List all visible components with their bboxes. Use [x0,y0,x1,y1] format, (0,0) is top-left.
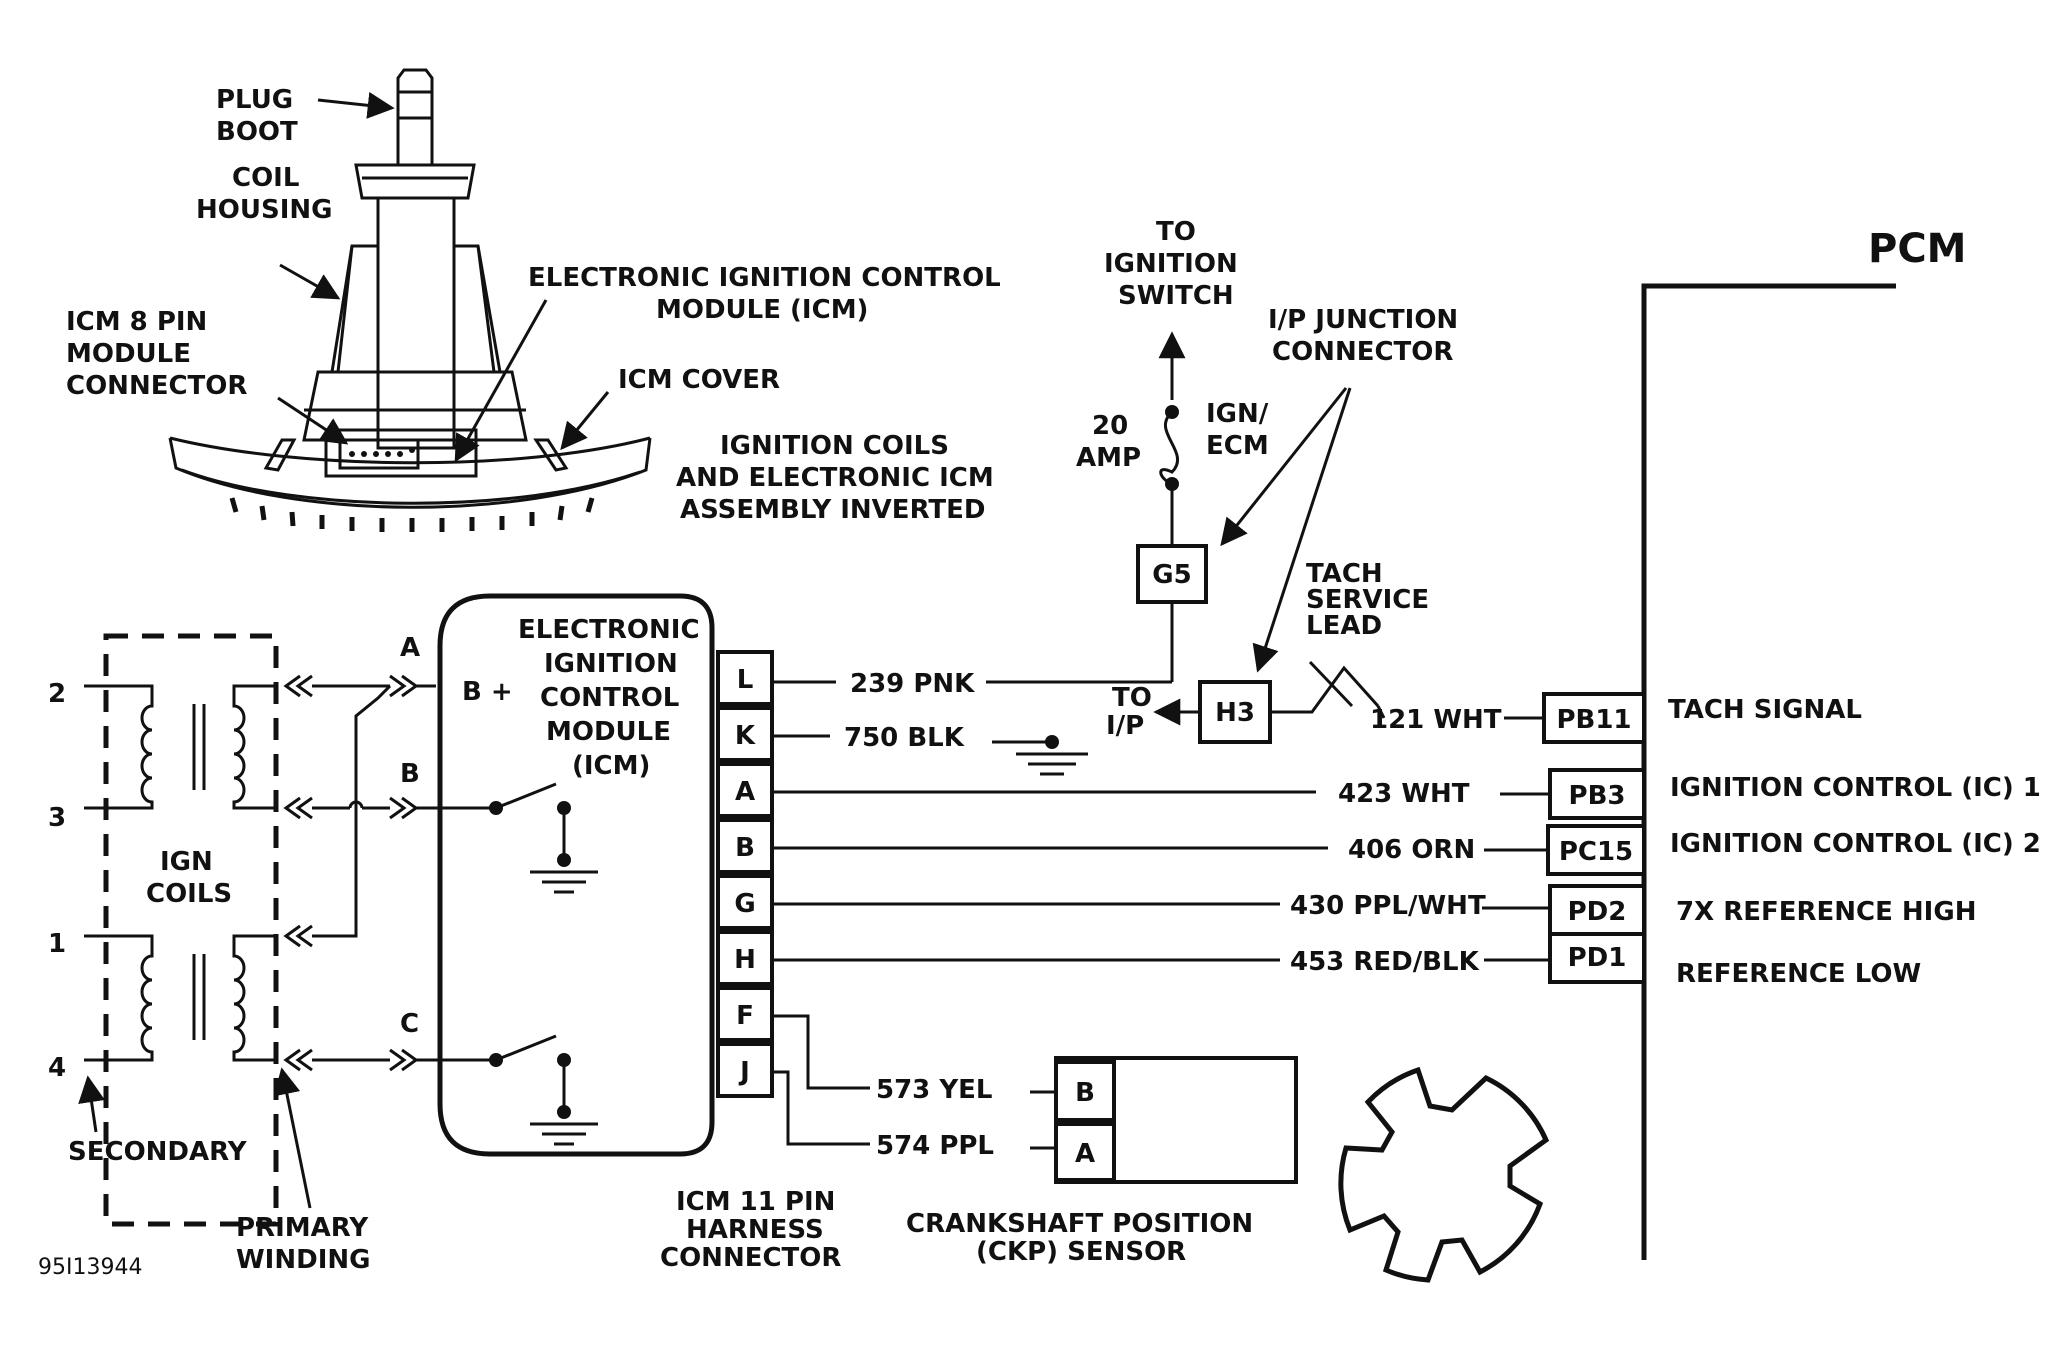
coil-core-tower [376,196,456,450]
ckp-sensor-block: B A CRANKSHAFT POSITION (CKP) SENSOR [906,1056,1298,1267]
coil1-primary-winding [232,684,278,810]
tach-lead-cut-mark [1308,660,1354,708]
pcm-pin-pb3-label: PB3 [1569,781,1626,811]
coil-top-flange [354,163,476,200]
icm-pin-g: G [734,889,755,919]
ckp-pin-a-box [1054,1122,1116,1182]
fuse-symbol [1159,410,1180,486]
icm-8pin-connector-label: ICM 8 PIN MODULE CONNECTOR [66,307,247,401]
wire-750-blk-label: 750 BLK [844,723,965,753]
plug-boot-label: PLUG BOOT [216,85,302,147]
ic1-label: IGNITION CONTROL (IC) 1 [1670,773,2041,803]
icm-input-a-label: A [400,633,420,663]
coil-base-top-curve [169,436,651,465]
icm-pcm-wiring: 239 PNK 750 BLK 423 WHT 406 ORN 430 PPL/… [772,669,1550,1161]
wire-121-wht-label: 121 WHT [1370,705,1502,735]
icm-input-b-label: B [400,759,420,789]
ignition-feed-circuit: TO IGNITION SWITCH 20 AMP IGN/ ECM G5 I/… [1076,217,1467,744]
coil2-primary-winding [232,934,278,1062]
icm-module-outline [437,593,715,1157]
wire-430-ppl-wht-label: 430 PPL/WHT [1290,891,1486,921]
icm-harness-pins: L K A B G H F J [716,650,774,1098]
coil2-secondary-winding [84,934,154,1062]
icm-pin-f: F [736,1001,754,1031]
ign-coils-label: IGN COILS [146,847,232,909]
pcm-title: PCM [1868,226,1966,272]
ground-icon-switch-b [530,870,598,894]
ref-low-label: REFERENCE LOW [1676,959,1921,989]
to-ignition-switch-label: TO IGNITION SWITCH [1104,217,1247,311]
coil-housing-label: COIL HOUSING [196,163,332,225]
coil-terminal-3: 3 [48,803,66,833]
tach-signal-label: TACH SIGNAL [1668,695,1862,725]
ckp-pin-b-box [1054,1060,1116,1122]
ip-junction-connector-label: I/P JUNCTION CONNECTOR [1268,305,1467,367]
icm-pin-b: B [735,833,755,863]
pcm-pin-pc15-label: PC15 [1559,837,1633,867]
wire-453-red-blk-label: 453 RED/BLK [1290,947,1480,977]
pcm-pin-pb3 [1548,768,1646,820]
pcm-pin-pb11 [1542,692,1646,744]
h3-label: H3 [1215,698,1255,728]
ic2-label: IGNITION CONTROL (IC) 2 [1670,829,2041,859]
coil-icm-connectors: A B C [283,633,496,1072]
ref-high-label: 7X REFERENCE HIGH [1676,897,1976,927]
wire-574-ppl-label: 574 PPL [876,1131,994,1161]
ignition-coils-block: IGN COILS 2 3 1 4 SECONDARY PRIMARY WIND… [48,633,377,1275]
wire-423-wht-label: 423 WHT [1338,779,1470,809]
pcm-pin-pb11-label: PB11 [1556,705,1631,735]
coil-terminal-2: 2 [48,679,66,709]
icm-pin-j: J [738,1057,750,1087]
coil1-secondary-winding [84,684,154,810]
to-ip-label: TO I/P [1106,683,1161,741]
tach-service-lead-wire [1270,665,1380,714]
icm-module-block: ELECTRONIC IGNITION CONTROL MODULE (ICM)… [437,593,844,1273]
ign-coils-dashed-outline [103,633,279,1227]
assembly-inverted-note: IGNITION COILS AND ELECTRONIC ICM ASSEMB… [676,431,1003,525]
pcm-pin-pd2-label: PD2 [1568,897,1627,927]
pcm-pin-pd2 [1548,884,1646,936]
icm-switch-b [495,782,557,810]
icm-assembly-title: ELECTRONIC IGNITION CONTROL MODULE (ICM) [528,263,1010,325]
wire-239-pnk-label: 239 PNK [850,669,975,699]
g5-label: G5 [1152,560,1191,590]
fuse-rating-label: 20 AMP [1076,411,1141,473]
icm-module-title: ELECTRONIC IGNITION CONTROL MODULE (ICM) [518,615,709,781]
coil-terminal-1: 1 [48,929,66,959]
wire-573-yel-label: 573 YEL [876,1075,992,1105]
pcm-pin-pd1-label: PD1 [1568,943,1627,973]
coil-terminal-4: 4 [48,1053,66,1083]
ckp-sensor-label: CRANKSHAFT POSITION (CKP) SENSOR [906,1209,1262,1267]
icm-pin-k: K [735,721,756,751]
icm-pin-l: L [737,665,754,695]
ground-icon-switch-c [530,1122,598,1146]
pcm-pin-pd1 [1548,932,1646,984]
primary-winding-label: PRIMARY WINDING [236,1213,377,1275]
tach-service-lead-label: TACH SERVICE LEAD [1306,559,1438,641]
wire-406-orn-label: 406 ORN [1348,835,1475,865]
icm-pin-a: A [735,777,755,807]
ckp-pin-a: A [1075,1139,1095,1169]
fuse-name-label: IGN/ ECM [1206,399,1277,461]
icm-input-c-label: C [400,1009,419,1039]
pcm-block: PCM 121 WHT PB11 TACH SIGNAL PB3 IGNITIO… [1370,226,2041,1260]
coil-housing-shape [330,244,502,373]
ground-icon-750-blk [1016,752,1088,776]
icm-cover-label: ICM COVER [618,365,780,395]
icm-cover-shape [533,438,569,472]
secondary-label: SECONDARY [68,1137,248,1167]
ckp-pin-b: B [1075,1078,1095,1108]
figure-id: 95I13944 [38,1255,142,1280]
b-plus-label: B + [462,677,513,707]
reluctor-wheel-outline [1338,1066,1550,1283]
icm-11pin-harness-label: ICM 11 PIN HARNESS CONNECTOR [660,1187,844,1273]
icm-switch-c [495,1034,557,1062]
g5-connector-box [1136,544,1208,604]
crankshaft-reluctor-wheel [1338,1066,1550,1283]
icm-pin-h: H [734,945,756,975]
coil-icm-assembly-drawing: PLUG BOOT COIL HOUSING ICM 8 PIN MODULE … [66,68,1010,532]
